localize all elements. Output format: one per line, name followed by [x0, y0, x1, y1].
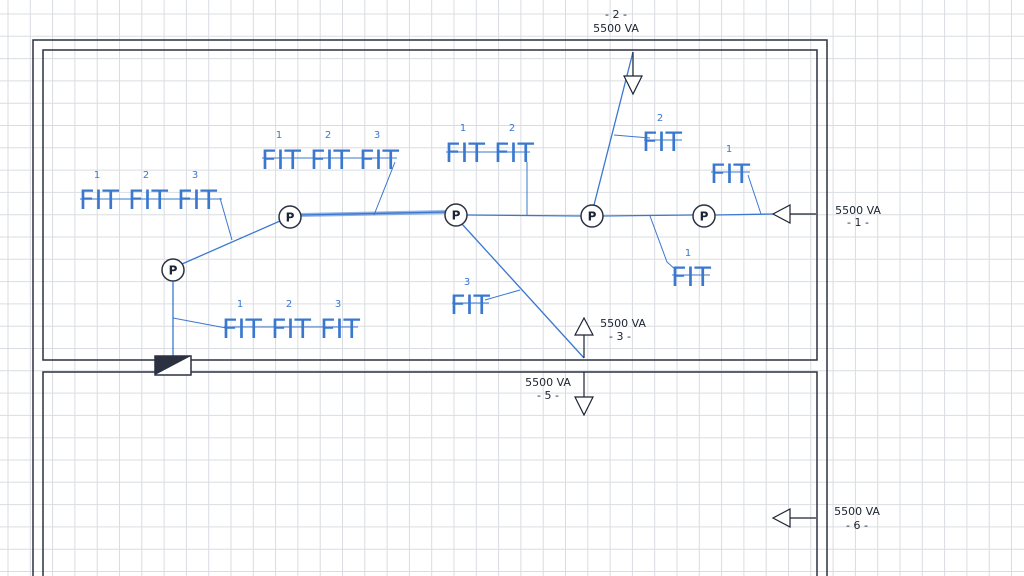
fixture-number: 1: [726, 144, 732, 155]
fixture-number: 2: [509, 123, 515, 134]
pull-boxes: P P P P P: [161, 203, 716, 282]
fixture-number: 3: [192, 170, 198, 181]
fixture-label: FIT: [359, 145, 399, 176]
pull-box[interactable]: P: [692, 204, 716, 228]
feed-power: 5500 VA: [593, 22, 639, 35]
fixture-label: FIT: [710, 159, 750, 190]
arrow-down-icon[interactable]: [623, 52, 643, 96]
fixture-label: FIT: [445, 138, 485, 169]
fixture-group[interactable]: 1 2 3 FIT FIT FIT: [79, 170, 222, 216]
pull-box-label: P: [169, 264, 178, 278]
fixture-label: FIT: [320, 314, 360, 345]
fixture-number: 1: [460, 123, 466, 134]
wire-p3-to-p4: [465, 214, 582, 217]
wire-p2-to-p3: [299, 211, 447, 216]
feed-number: - 2 -: [605, 8, 627, 21]
wire-p3-to-feed-3: [461, 223, 585, 359]
leader-group-lower-right: [649, 215, 677, 271]
fixture-label: FIT: [642, 127, 682, 158]
fixture-label: FIT: [261, 145, 301, 176]
panel-board-icon[interactable]: [154, 355, 192, 376]
feed-arrows: [574, 52, 816, 528]
leader-group-top: [373, 161, 396, 216]
fixture-label: FIT: [450, 290, 490, 321]
pull-box[interactable]: P: [161, 258, 185, 282]
feed-power: 5500 VA: [834, 505, 880, 518]
fixture-number: 2: [143, 170, 149, 181]
feed-power: 5500 VA: [525, 376, 571, 389]
feed-number: - 3 -: [609, 330, 631, 343]
building-walls: [32, 39, 828, 576]
fixture-number: 1: [685, 248, 691, 259]
leader-group-bottom: [172, 317, 227, 329]
fixture-group[interactable]: 1 2 FIT FIT: [445, 123, 534, 169]
arrow-left-icon[interactable]: [771, 508, 816, 528]
pull-box-label: P: [700, 210, 709, 224]
fixture-group[interactable]: 1 FIT: [710, 144, 750, 190]
fixture-group[interactable]: 1 FIT: [671, 248, 711, 293]
leader-group-left: [219, 197, 233, 241]
fixture-number: 2: [325, 130, 331, 141]
wire-p4-to-p5: [602, 214, 694, 217]
pull-box[interactable]: P: [444, 203, 468, 227]
feed-power: 5500 VA: [835, 204, 881, 217]
fixture-label: FIT: [494, 138, 534, 169]
fixture-number: 2: [657, 113, 663, 124]
feed-number: - 5 -: [537, 389, 559, 402]
outer-wall-left: [32, 39, 828, 576]
pull-box[interactable]: P: [278, 205, 302, 229]
fixture-label: FIT: [310, 145, 350, 176]
pull-box[interactable]: P: [580, 204, 604, 228]
fixture-label: FIT: [177, 185, 217, 216]
pull-box-label: P: [452, 209, 461, 223]
leader-group-far-right: [747, 174, 762, 215]
wire-p5-to-feed-1: [714, 213, 774, 216]
fixture-label: FIT: [671, 262, 711, 293]
wire-p4-to-feed-2: [593, 51, 634, 206]
feed-number: - 1 -: [847, 216, 869, 229]
wire-p1-to-p2: [181, 220, 281, 265]
pull-box-label: P: [286, 211, 295, 225]
arrow-down-icon[interactable]: [574, 372, 594, 417]
fixture-number: 1: [237, 299, 243, 310]
fixture-label: FIT: [79, 185, 119, 216]
fixture-number: 3: [374, 130, 380, 141]
fixture-group[interactable]: 1 2 3 FIT FIT FIT: [222, 299, 360, 345]
fixture-leaders: [172, 134, 762, 329]
room-upper: [42, 49, 818, 361]
feed-labels: - 2 - 5500 VA 5500 VA - 1 - 5500 VA - 3 …: [525, 8, 881, 532]
leader-group-right-2: [613, 134, 651, 139]
arrow-left-icon[interactable]: [771, 204, 816, 224]
arrow-up-icon[interactable]: [574, 316, 594, 358]
fixture-group[interactable]: 1 2 3 FIT FIT FIT: [261, 130, 399, 176]
fixture-group[interactable]: 2 FIT: [642, 113, 682, 158]
fixture-number: 2: [286, 299, 292, 310]
pull-box-label: P: [588, 210, 597, 224]
feed-number: - 6 -: [846, 519, 868, 532]
fixture-label: FIT: [128, 185, 168, 216]
fixture-label: FIT: [222, 314, 262, 345]
fixture-groups: 1 2 3 FIT FIT FIT 1 2 3 FIT FIT FIT 1 2 …: [79, 113, 750, 345]
leader-group-lower-mid: [484, 289, 521, 301]
feed-power: 5500 VA: [600, 317, 646, 330]
fixture-number: 3: [464, 277, 470, 288]
fixture-number: 3: [335, 299, 341, 310]
fixture-label: FIT: [271, 314, 311, 345]
fixture-number: 1: [276, 130, 282, 141]
fixture-group[interactable]: 3 FIT: [450, 277, 490, 321]
room-lower: [42, 371, 818, 576]
fixture-number: 1: [94, 170, 100, 181]
